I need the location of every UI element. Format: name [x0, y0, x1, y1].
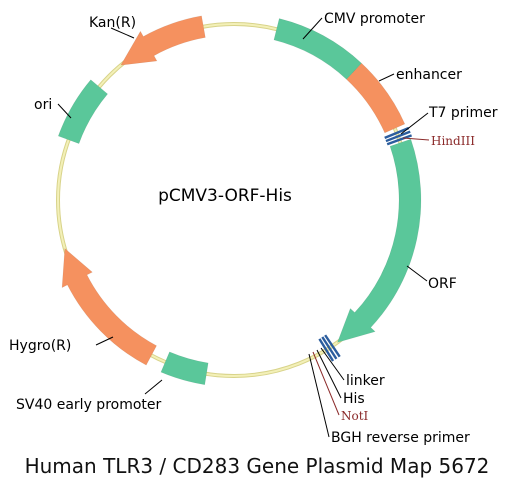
- label-bgh-reverse-primer: BGH reverse primer: [331, 430, 470, 446]
- leader-sv40: [144, 379, 163, 395]
- map-caption: Human TLR3 / CD283 Gene Plasmid Map 5672: [24, 454, 490, 478]
- label-enhancer: enhancer: [396, 67, 462, 83]
- feature-arcs: [57, 15, 422, 386]
- arc-cmv-promoter: [273, 18, 362, 80]
- label-cmv-promoter: CMV promoter: [324, 11, 425, 27]
- leader-hindiii: [402, 137, 430, 141]
- plasmid-name: pCMV3-ORF-His: [158, 186, 292, 206]
- tick-t7-hindiii-0: [384, 126, 410, 139]
- label-orf: ORF: [428, 276, 457, 292]
- leader-ori: [57, 103, 72, 119]
- arc-ori: [57, 79, 109, 144]
- leader-orf: [406, 265, 428, 282]
- tick-linker-his-noti-bgh-1: [321, 336, 338, 360]
- leader-his: [316, 349, 342, 399]
- arc-hygro-r: [61, 247, 157, 366]
- leader-linker: [320, 347, 345, 381]
- leader-hygro: [95, 336, 114, 346]
- label-his: His: [343, 391, 365, 407]
- label-ori: ori: [34, 97, 52, 113]
- leader-noti: [312, 351, 340, 416]
- label-linker: linker: [346, 373, 385, 389]
- leader-t7-primer: [400, 112, 429, 135]
- label-t7-primer: T7 primer: [428, 105, 498, 121]
- tick-t7-hindiii-2: [386, 134, 413, 146]
- label-hindiii: HindIII: [431, 134, 475, 148]
- leader-cmv-promoter: [302, 17, 323, 40]
- tick-linker-his-noti-bgh-0: [324, 334, 341, 358]
- leader-kan: [110, 27, 135, 39]
- tick-linker-his-noti-bgh-2: [318, 338, 335, 362]
- site-ticks: [318, 126, 413, 362]
- label-noti: NotI: [341, 409, 369, 423]
- arc-enhancer: [346, 62, 406, 134]
- label-sv40-early-promoter: SV40 early promoter: [16, 397, 162, 413]
- label-kan-r: Kan(R): [89, 15, 136, 31]
- arc-kan-r: [120, 15, 206, 66]
- label-hygro-r: Hygro(R): [9, 338, 71, 354]
- leader-bgh: [308, 353, 330, 438]
- leader-lines: [57, 17, 430, 438]
- leader-enhancer: [378, 73, 395, 82]
- tick-t7-hindiii-1: [385, 130, 411, 143]
- arc-orf: [336, 138, 422, 343]
- arc-sv40-early-promoter: [160, 351, 209, 386]
